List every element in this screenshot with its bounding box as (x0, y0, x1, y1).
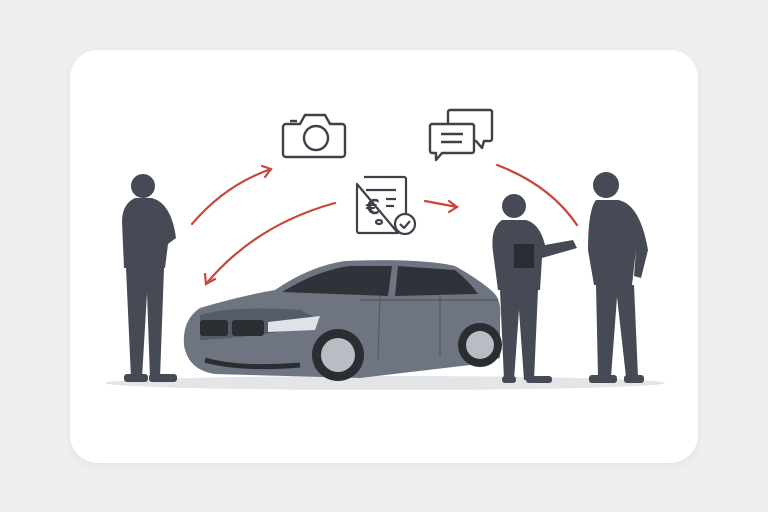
customer-figure-right (588, 172, 648, 383)
customer-figure-left (122, 174, 177, 382)
grille (200, 320, 228, 336)
sedan-car (183, 260, 502, 381)
arrow-to-car (204, 201, 337, 286)
arrow-from-chat (495, 163, 579, 227)
euro-symbol: € (365, 195, 380, 219)
camera-icon (281, 113, 347, 159)
salesperson-figure (492, 194, 577, 383)
ground-shadow (105, 376, 665, 390)
clipboard (514, 244, 534, 268)
chat-icon (428, 108, 494, 162)
arrow-to-dealer (423, 199, 459, 209)
process-arrows (190, 163, 579, 286)
arrow-to-camera (190, 167, 273, 226)
invoice-document-icon (355, 175, 417, 236)
